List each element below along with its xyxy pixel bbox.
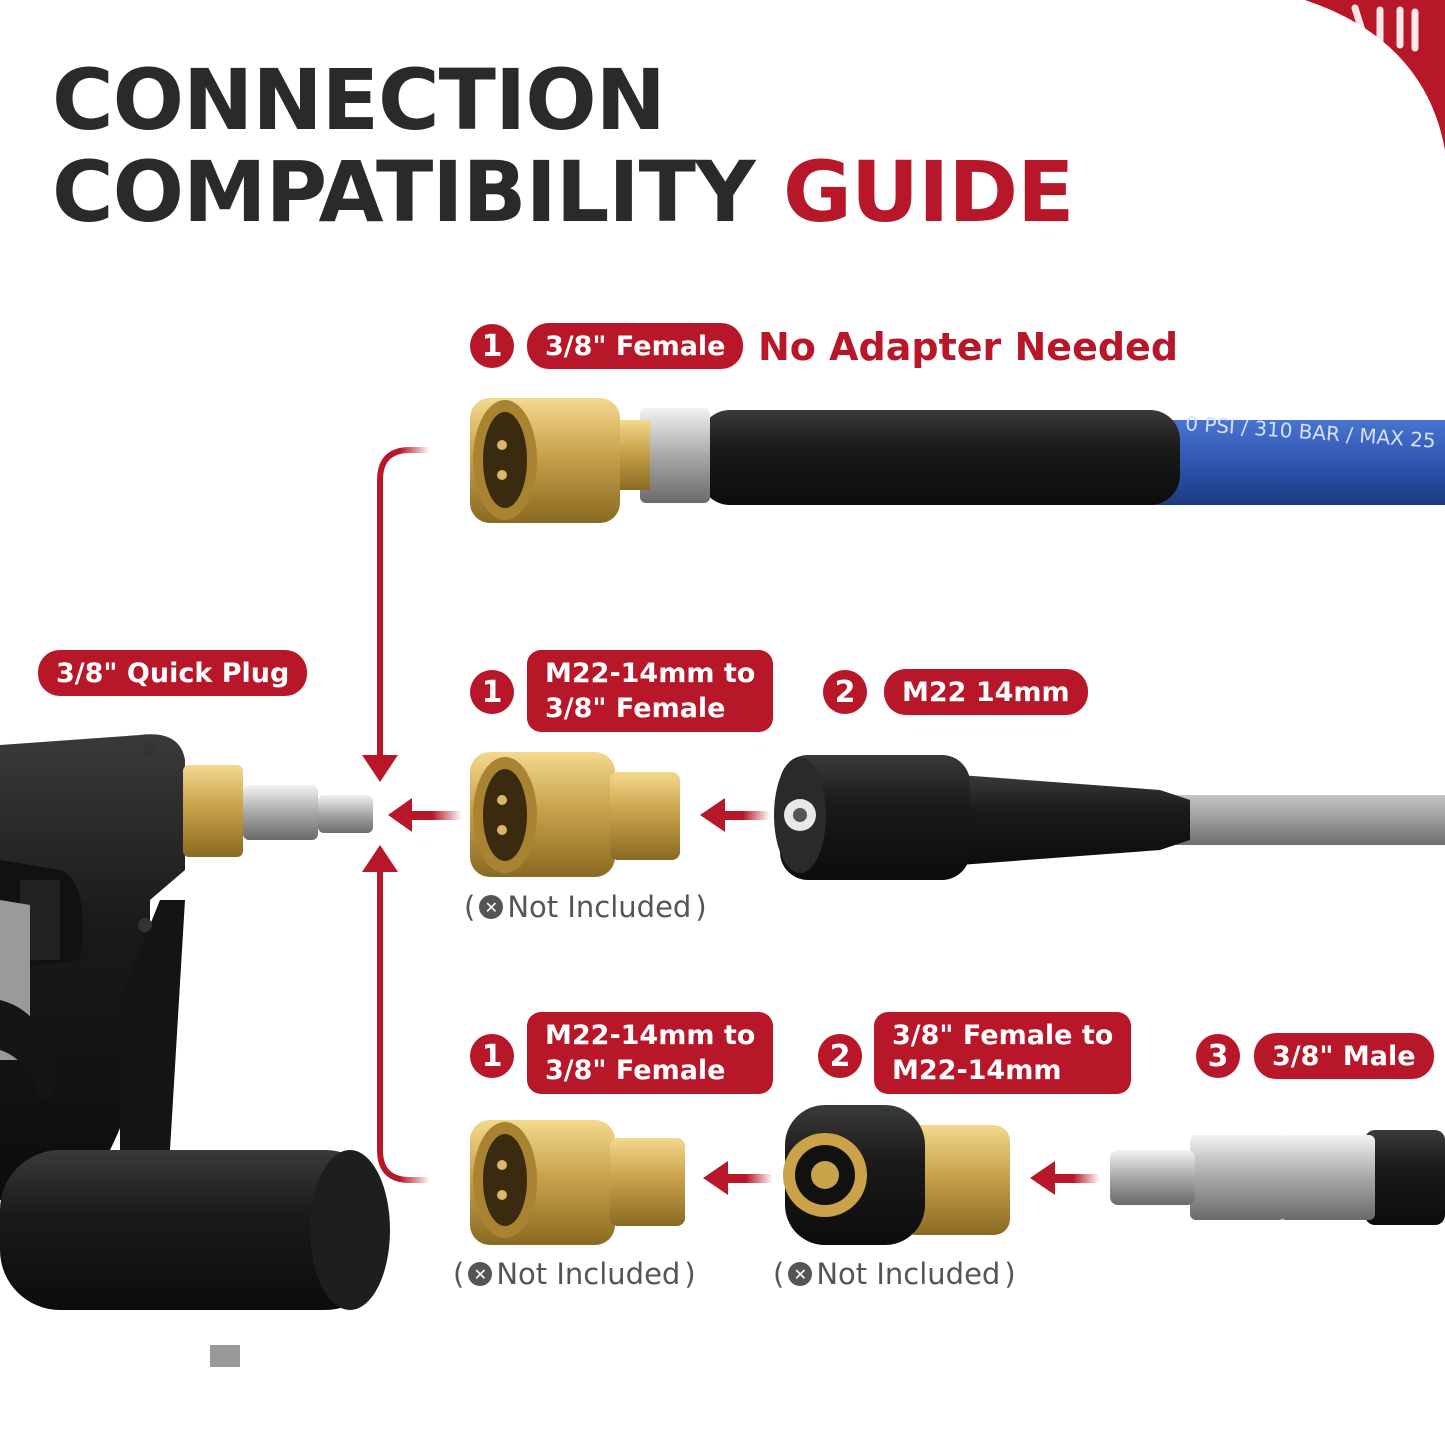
note-paren-open: ( [453, 1257, 465, 1291]
row3-step2-line2: M22-14mm [892, 1055, 1062, 1086]
row2-step1-label: M22-14mm to 3/8" Female [527, 650, 774, 732]
row1-headline: No Adapter Needed [758, 325, 1179, 369]
row2-not-included-note: ( ✕ Not Included ) [464, 890, 707, 924]
row2-step2-label: M22 14mm [884, 669, 1088, 715]
note-text: Not Included [496, 1257, 681, 1291]
arrow-heads [362, 755, 1100, 1195]
close-circle-icon: ✕ [468, 1262, 493, 1286]
row3-step3-label: 3/8" Male [1254, 1033, 1434, 1079]
row3-step3-number: 3 [1196, 1034, 1240, 1078]
page-title-accent: GUIDE [782, 143, 1075, 241]
page-title-line2: COMPATIBILITY GUIDE [52, 150, 1075, 234]
page-title-line1: CONNECTION [52, 51, 666, 149]
note-paren-close: ) [1004, 1257, 1016, 1291]
row3-step2-label: 3/8" Female to M22-14mm [874, 1012, 1132, 1094]
row2-step1-line1: M22-14mm to [545, 658, 756, 689]
row1-step1-label: 3/8" Female [527, 323, 744, 369]
note-text: Not Included [816, 1257, 1001, 1291]
row3-step1-number: 1 [470, 1034, 514, 1078]
flow-arrows [377, 447, 430, 1183]
note-text: Not Included [507, 890, 692, 924]
note-paren-close: ) [695, 890, 707, 924]
row3-step2-line1: 3/8" Female to [892, 1020, 1114, 1051]
gun-label: 3/8" Quick Plug [38, 650, 308, 696]
note-paren-open: ( [464, 890, 476, 924]
note-paren-open: ( [773, 1257, 785, 1291]
note-paren-close: ) [684, 1257, 696, 1291]
row3-step1-line2: 3/8" Female [545, 1055, 726, 1086]
row1-coupler-hose [470, 398, 1445, 523]
row3-not-included-note-2: ( ✕ Not Included ) [773, 1257, 1016, 1291]
spray-gun [0, 734, 390, 1367]
row3-not-included-note-1: ( ✕ Not Included ) [453, 1257, 696, 1291]
row3-adapters [470, 1105, 1445, 1245]
row2-step2-number: 2 [823, 670, 867, 714]
corner-badge-icon [1305, 0, 1445, 150]
row3-step1-label: M22-14mm to 3/8" Female [527, 1012, 774, 1094]
row2-step1-line2: 3/8" Female [545, 693, 726, 724]
row2-step1-number: 1 [470, 670, 514, 714]
close-circle-icon: ✕ [788, 1262, 813, 1286]
row3-step2-number: 2 [818, 1034, 862, 1078]
row2-adapter-hose [470, 752, 1445, 880]
row1-step1-number: 1 [470, 324, 514, 368]
row3-step1-line1: M22-14mm to [545, 1020, 756, 1051]
page-title-prefix: COMPATIBILITY [52, 143, 756, 241]
close-circle-icon: ✕ [479, 895, 504, 919]
